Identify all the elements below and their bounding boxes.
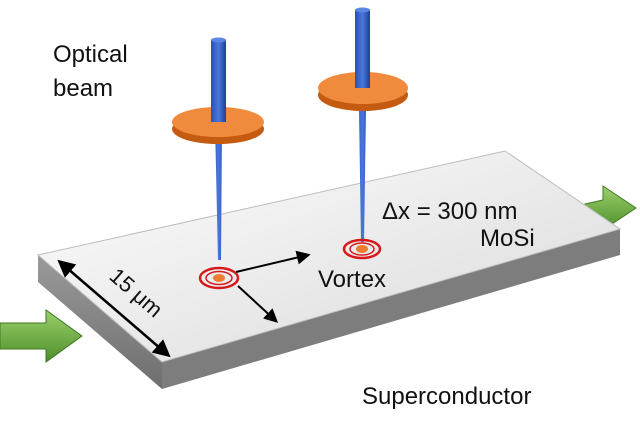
current-arrow-in-icon <box>0 309 83 363</box>
superconductor-label: Superconductor <box>362 383 531 410</box>
beam-cone-left-icon <box>211 96 226 260</box>
slab-back-edge <box>162 229 620 389</box>
motion-arrow-along-icon <box>235 250 311 273</box>
beam-rod-left-icon <box>211 40 226 122</box>
optical-beam-right <box>318 7 408 242</box>
vortex-marker-right-icon <box>342 238 382 260</box>
beam-cone-right-icon <box>355 85 370 242</box>
motion-arrow-across-icon <box>237 285 279 323</box>
vortex-marker-left-icon <box>198 266 240 290</box>
optical-beam-left <box>172 37 264 260</box>
width-dimension-arrow <box>57 259 171 358</box>
material-label: MoSi <box>480 225 535 252</box>
beam-rod-right-icon <box>355 10 370 88</box>
delta-x-label: Δx = 300 nm <box>382 198 517 225</box>
vortex-label: Vortex <box>318 266 386 293</box>
optical-beam-label-line2: beam <box>53 75 113 102</box>
optical-beam-label-line1: Optical <box>53 41 128 68</box>
